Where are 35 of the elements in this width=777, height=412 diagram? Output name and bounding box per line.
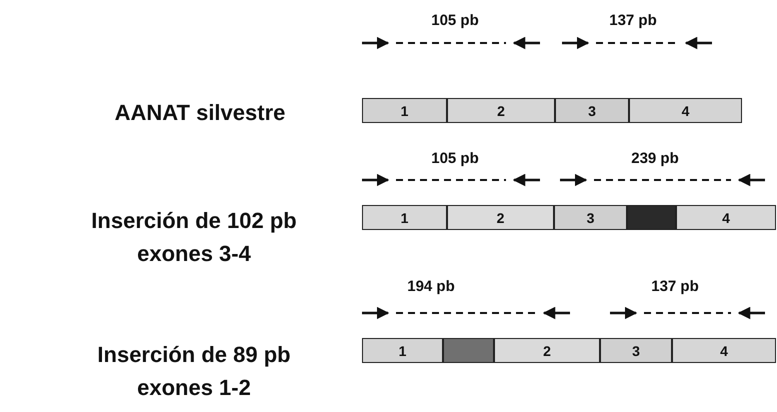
- amplicon-size-label: 105 pb: [430, 12, 480, 30]
- exon-number: 2: [497, 102, 505, 118]
- exon-number: 4: [720, 342, 728, 358]
- row-title: AANAT silvestre: [114, 99, 286, 127]
- exon-number: 2: [543, 342, 551, 358]
- insertion-segment: [627, 205, 676, 230]
- exon-segment: [600, 338, 672, 363]
- exon-number: 1: [398, 342, 406, 358]
- exon-segment: [672, 338, 776, 363]
- exon-segment: [362, 205, 447, 230]
- exon-segment: [554, 205, 627, 230]
- row-title: Inserción de 89 pb exones 1-2: [96, 341, 292, 402]
- exon-number: 1: [400, 210, 408, 226]
- amplicon-size-label: 105 pb: [430, 150, 480, 168]
- row-title: Inserción de 102 pb exones 3-4: [90, 207, 298, 268]
- insertion-segment: [443, 338, 494, 363]
- exon-segment: [555, 98, 629, 123]
- exon-segment: [362, 98, 447, 123]
- exon-segment: [629, 98, 742, 123]
- exon-number: 3: [586, 210, 594, 226]
- amplicon-size-label: 194 pb: [406, 278, 456, 296]
- exon-number: 4: [682, 102, 690, 118]
- exon-segment: [447, 98, 555, 123]
- exon-segment: [362, 338, 443, 363]
- amplicon-size-label: 137 pb: [650, 278, 700, 296]
- exon-number: 1: [400, 102, 408, 118]
- amplicon-size-label: 239 pb: [630, 150, 680, 168]
- exon-number: 2: [496, 210, 504, 226]
- exon-segment: [676, 205, 776, 230]
- exon-segment: [447, 205, 554, 230]
- exon-number: 4: [722, 210, 730, 226]
- exon-number: 3: [632, 342, 640, 358]
- exon-segment: [494, 338, 600, 363]
- exon-number: 3: [588, 102, 596, 118]
- amplicon-size-label: 137 pb: [608, 12, 658, 30]
